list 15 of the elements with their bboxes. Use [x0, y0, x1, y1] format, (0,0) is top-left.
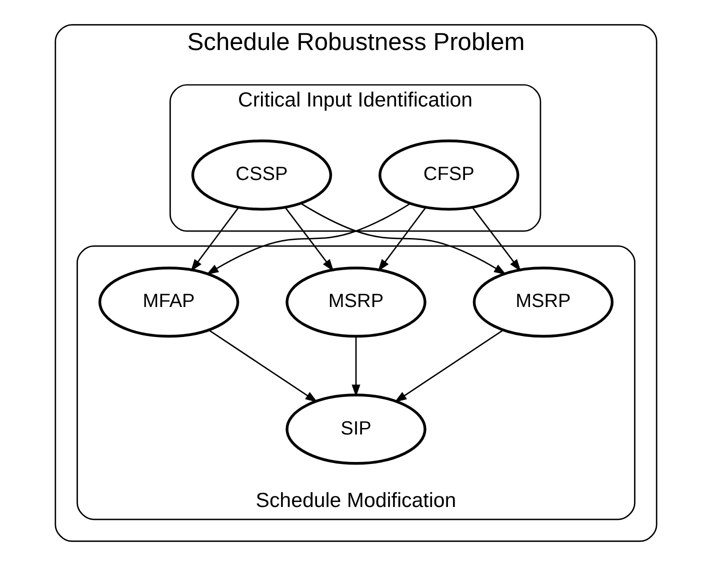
- arrow: [300, 202, 506, 275]
- node-ellipse: MSRP: [285, 266, 426, 338]
- arrow: [377, 207, 426, 272]
- node-ellipse: MFAP: [98, 266, 239, 338]
- node-ellipse: MSRP: [472, 266, 614, 338]
- arrow: [190, 207, 238, 272]
- node-ellipse: CFSP: [378, 140, 519, 211]
- arrow: [394, 330, 503, 402]
- node-ellipse: SIP: [285, 394, 426, 465]
- arrow: [472, 207, 520, 272]
- arrow: [351, 336, 360, 397]
- arrow: [284, 207, 334, 272]
- node-ellipse: CSSP: [190, 140, 332, 211]
- arrow: [208, 330, 318, 402]
- arrow: [206, 202, 410, 275]
